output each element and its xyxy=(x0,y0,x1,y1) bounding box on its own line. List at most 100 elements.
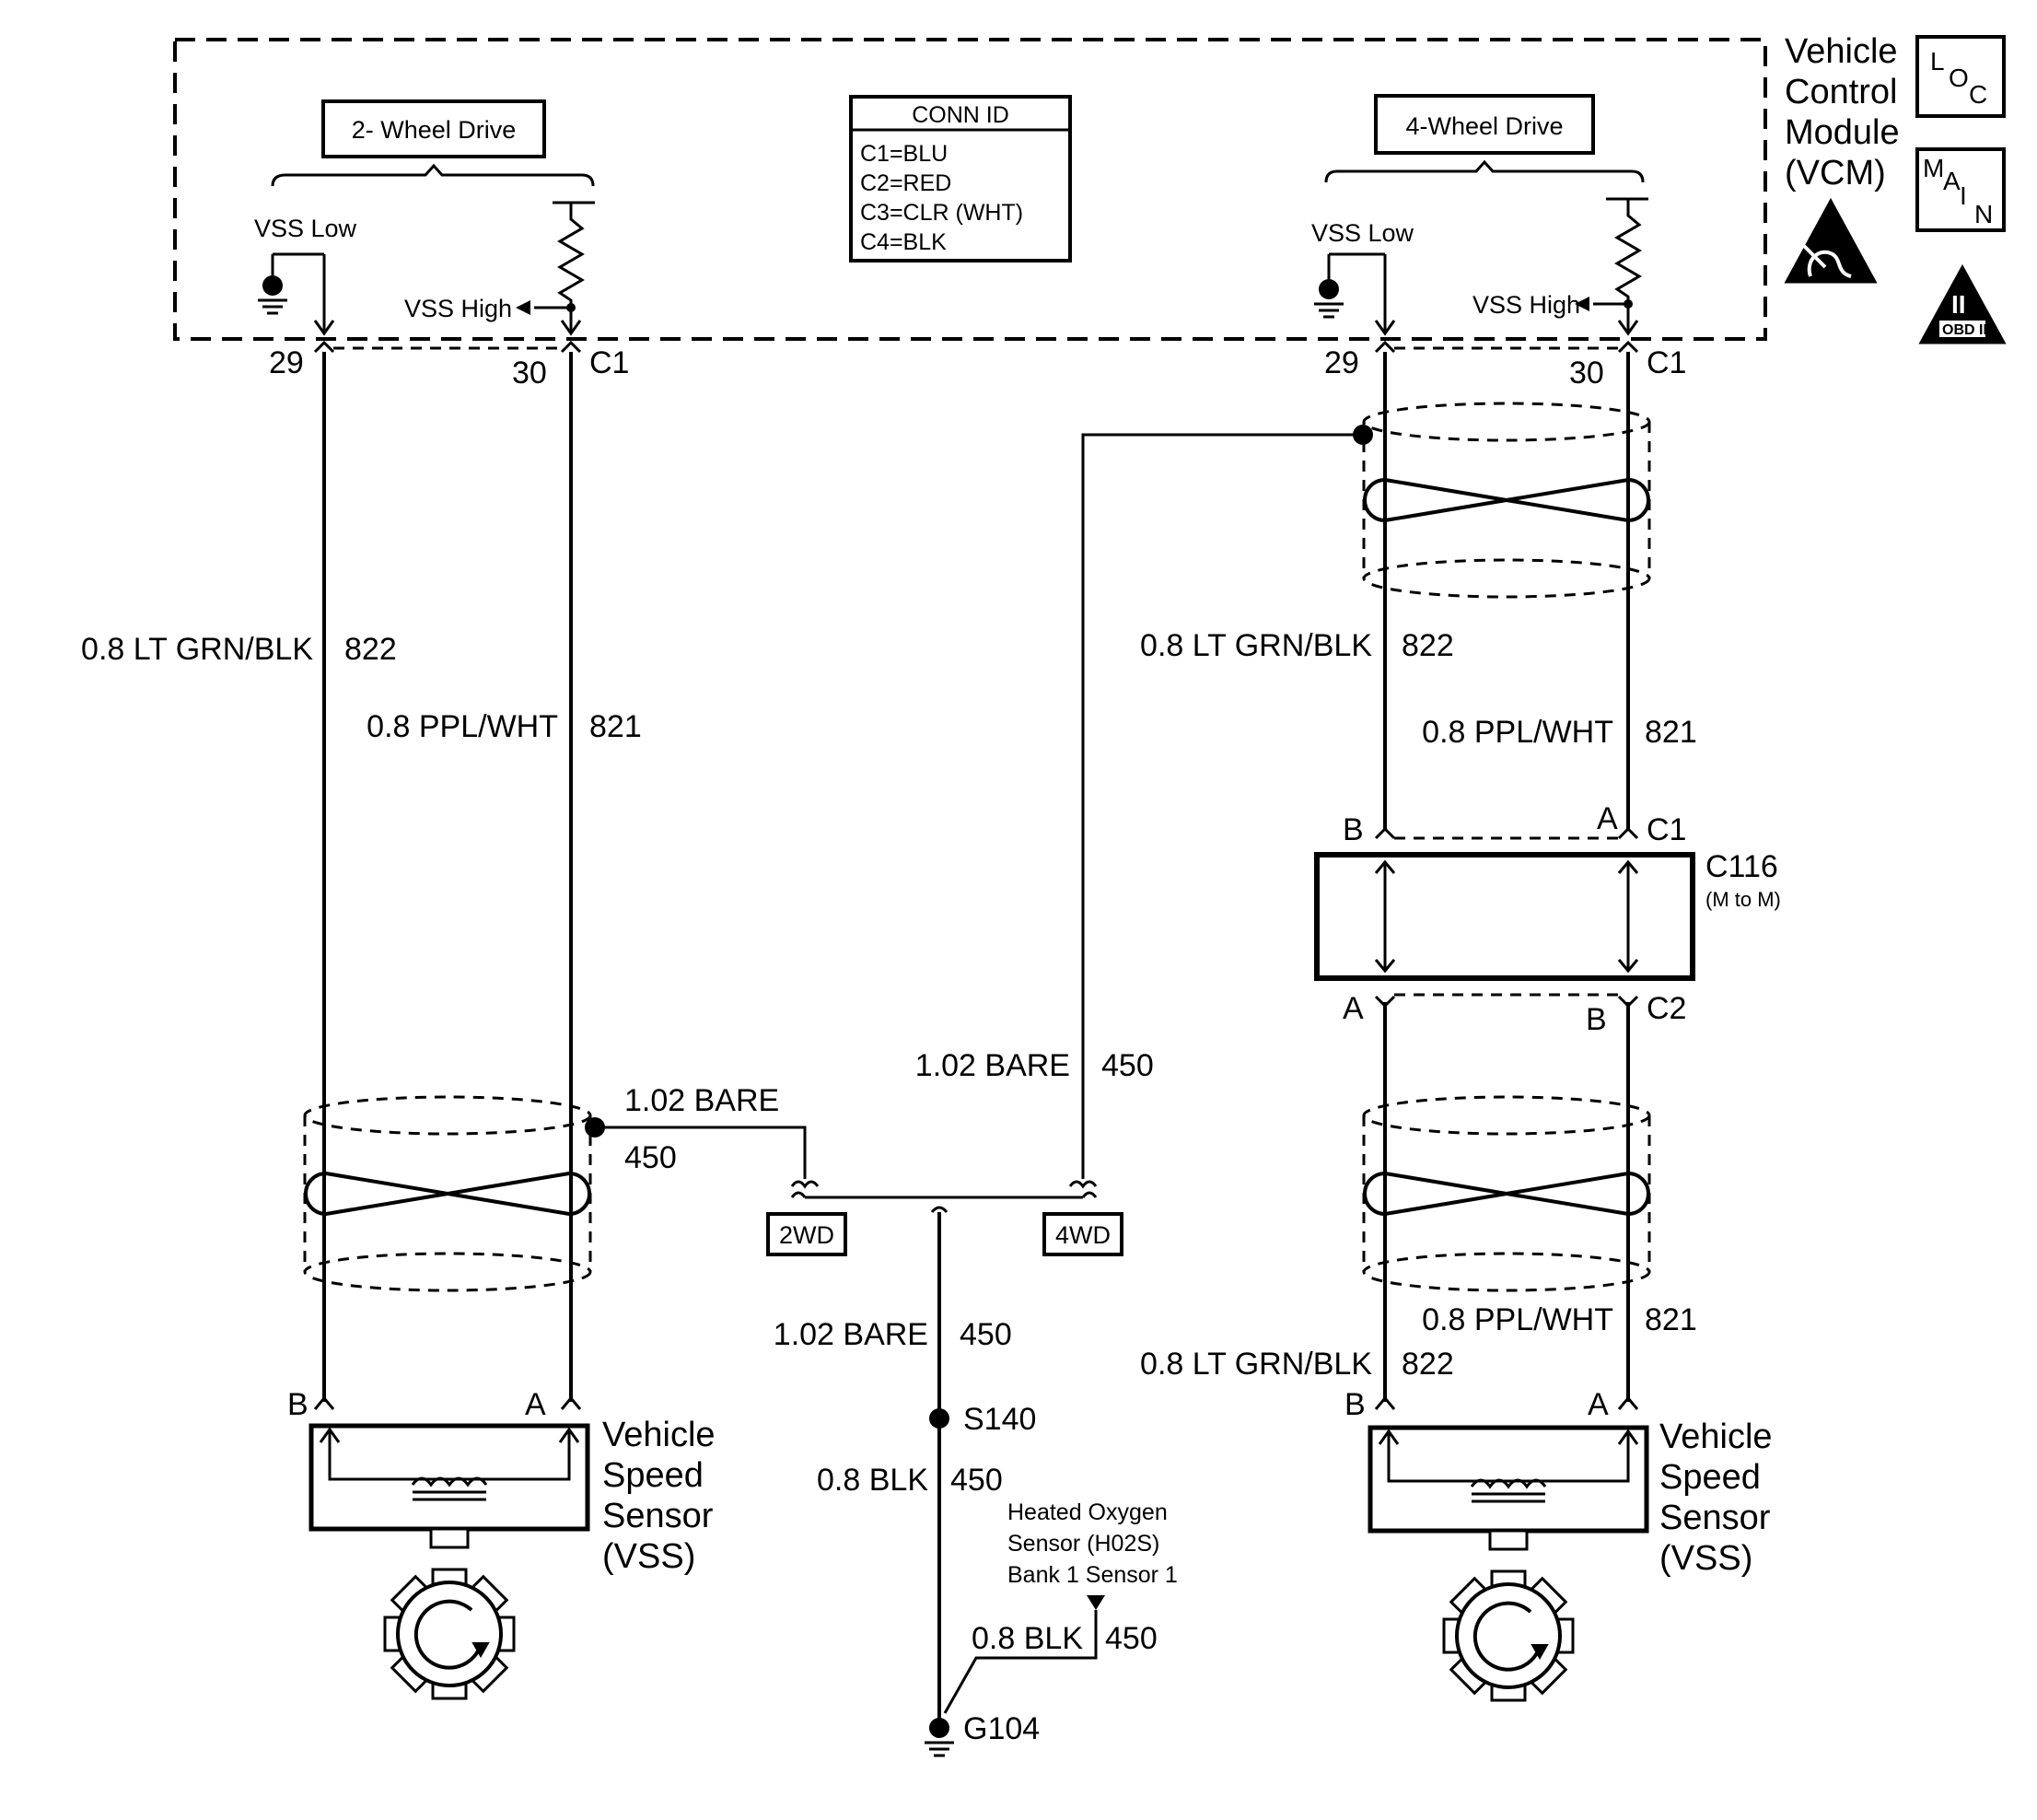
right-twisted-pair-shield-lower xyxy=(1362,1095,1651,1292)
left-reluctor-wheel xyxy=(383,1568,516,1700)
svg-text:30: 30 xyxy=(1569,356,1604,391)
right-vehicle-speed-sensor: B A Vehicle Speed Sensor (VSS) xyxy=(1344,1387,1773,1578)
right-drive-brace xyxy=(1324,159,1645,183)
c116-connector: B A C1 C116 (M to M) A B C2 xyxy=(1314,801,1781,1037)
svg-text:450: 450 xyxy=(1105,1621,1158,1656)
vcm-enclosure xyxy=(173,38,1767,341)
svg-text:A: A xyxy=(1597,801,1618,836)
ground-option-connectors: 2WD 4WD xyxy=(766,1191,1123,1256)
svg-text:(VCM): (VCM) xyxy=(1785,154,1886,192)
svg-text:822: 822 xyxy=(1402,1347,1454,1382)
svg-text:0.8 PPL/WHT: 0.8 PPL/WHT xyxy=(1422,1302,1613,1337)
svg-text:0.8 PPL/WHT: 0.8 PPL/WHT xyxy=(367,709,558,744)
svg-text:VSS Low: VSS Low xyxy=(1311,219,1414,247)
svg-text:VSS High: VSS High xyxy=(404,295,512,322)
svg-text:C1=BLU: C1=BLU xyxy=(860,141,948,167)
obd-ii-icon: II OBD II xyxy=(1918,263,2007,344)
svg-text:B: B xyxy=(1343,812,1364,847)
svg-text:C4=BLK: C4=BLK xyxy=(860,229,947,255)
svg-text:OBD II: OBD II xyxy=(1942,322,1987,338)
svg-text:C3=CLR (WHT): C3=CLR (WHT) xyxy=(860,200,1023,226)
svg-text:B: B xyxy=(1344,1387,1366,1422)
svg-text:450: 450 xyxy=(624,1140,677,1175)
splice-s140: S140 xyxy=(963,1402,1036,1437)
svg-text:450: 450 xyxy=(960,1317,1012,1352)
vcm-title: Vehicle Control Module (VCM) xyxy=(1785,32,1900,192)
svg-text:0.8 LT GRN/BLK: 0.8 LT GRN/BLK xyxy=(1140,1347,1372,1382)
svg-text:C1: C1 xyxy=(1647,345,1686,380)
svg-text:450: 450 xyxy=(1101,1048,1154,1083)
svg-text:1.02 BARE: 1.02 BARE xyxy=(915,1048,1070,1083)
svg-text:4WD: 4WD xyxy=(1055,1221,1111,1249)
svg-text:Speed: Speed xyxy=(1659,1458,1761,1497)
svg-text:C: C xyxy=(1969,80,1987,109)
svg-text:1.02 BARE: 1.02 BARE xyxy=(774,1317,928,1352)
svg-text:821: 821 xyxy=(589,709,642,744)
svg-text:Sensor: Sensor xyxy=(1659,1499,1771,1537)
left-vss-low-circuit: VSS Low xyxy=(254,215,357,336)
svg-text:B: B xyxy=(1586,1002,1607,1037)
svg-text:0.8 LT GRN/BLK: 0.8 LT GRN/BLK xyxy=(81,632,313,667)
svg-text:Speed: Speed xyxy=(602,1456,704,1495)
svg-text:A: A xyxy=(1588,1387,1609,1422)
svg-text:Vehicle: Vehicle xyxy=(1659,1418,1773,1456)
right-drive-label: 4-Wheel Drive xyxy=(1374,94,1595,155)
svg-text:C2: C2 xyxy=(1647,991,1686,1026)
svg-text:Vehicle: Vehicle xyxy=(1785,32,1898,71)
left-drive-label: 2- Wheel Drive xyxy=(321,99,546,158)
svg-text:0.8 BLK: 0.8 BLK xyxy=(817,1463,928,1498)
svg-text:O: O xyxy=(1949,64,1969,92)
svg-text:29: 29 xyxy=(1324,345,1359,380)
svg-text:29: 29 xyxy=(269,345,304,380)
svg-text:821: 821 xyxy=(1645,1302,1697,1337)
svg-text:Bank 1 Sensor 1: Bank 1 Sensor 1 xyxy=(1007,1562,1178,1588)
svg-text:L: L xyxy=(1930,47,1945,76)
svg-text:822: 822 xyxy=(344,632,397,667)
svg-text:0.8 BLK: 0.8 BLK xyxy=(972,1621,1083,1656)
svg-text:450: 450 xyxy=(950,1463,1003,1498)
svg-text:C1: C1 xyxy=(589,345,629,380)
svg-text:B: B xyxy=(287,1387,308,1422)
main-icon: M A I N xyxy=(1915,147,2006,232)
svg-text:2- Wheel Drive: 2- Wheel Drive xyxy=(352,116,517,144)
svg-text:I: I xyxy=(1960,181,1967,210)
right-wire-labels-lower: 0.8 PPL/WHT 821 0.8 LT GRN/BLK 822 xyxy=(1140,1302,1697,1382)
svg-text:M: M xyxy=(1923,154,1944,182)
ho2s-ground-branch: Heated Oxygen Sensor (H02S) Bank 1 Senso… xyxy=(943,1499,1178,1714)
svg-text:N: N xyxy=(1974,200,1993,228)
svg-text:822: 822 xyxy=(1402,628,1454,663)
svg-text:C116: C116 xyxy=(1705,849,1778,884)
svg-text:(VSS): (VSS) xyxy=(1659,1539,1752,1578)
left-c1-connector: 29 30 C1 xyxy=(269,340,629,391)
svg-text:1.02 BARE: 1.02 BARE xyxy=(624,1083,779,1118)
svg-text:A: A xyxy=(525,1387,546,1422)
svg-text:Control: Control xyxy=(1785,73,1898,111)
svg-text:C2=RED: C2=RED xyxy=(860,170,951,196)
svg-text:30: 30 xyxy=(512,356,547,391)
left-vehicle-speed-sensor: B A Vehicle Speed Sensor (VSS) xyxy=(287,1387,716,1576)
svg-text:0.8 PPL/WHT: 0.8 PPL/WHT xyxy=(1422,715,1613,750)
right-vss-high-circuit: VSS High xyxy=(1472,197,1648,336)
left-vss-high-circuit: VSS High xyxy=(404,201,595,336)
right-vss-low-circuit: VSS Low xyxy=(1311,219,1414,336)
svg-text:0.8 LT GRN/BLK: 0.8 LT GRN/BLK xyxy=(1140,628,1372,663)
svg-text:VSS High: VSS High xyxy=(1472,291,1580,319)
svg-text:2WD: 2WD xyxy=(779,1221,834,1249)
svg-text:(M to M): (M to M) xyxy=(1705,888,1781,911)
conn-id-table: CONN ID C1=BLU C2=RED C3=CLR (WHT) C4=BL… xyxy=(849,95,1072,262)
svg-text:(VSS): (VSS) xyxy=(602,1537,695,1576)
right-reluctor-wheel xyxy=(1442,1569,1575,1702)
svg-text:Sensor: Sensor xyxy=(602,1497,714,1535)
left-twisted-pair-shield xyxy=(303,1095,592,1292)
esd-sensitive-icon xyxy=(1784,197,1878,284)
right-wire-labels-upper: 0.8 LT GRN/BLK 822 0.8 PPL/WHT 821 xyxy=(1140,628,1697,750)
svg-text:Vehicle: Vehicle xyxy=(602,1416,716,1454)
right-twisted-pair-shield-upper xyxy=(1362,402,1651,599)
left-drive-brace xyxy=(271,163,595,187)
right-c1-connector: 29 30 C1 xyxy=(1324,340,1686,391)
svg-text:821: 821 xyxy=(1645,715,1697,750)
svg-text:Heated Oxygen: Heated Oxygen xyxy=(1007,1499,1168,1525)
left-drain-wire: 1.02 BARE 450 xyxy=(585,1083,820,1189)
ground-wire-labels: 1.02 BARE 450 S140 0.8 BLK 450 xyxy=(774,1317,1037,1498)
